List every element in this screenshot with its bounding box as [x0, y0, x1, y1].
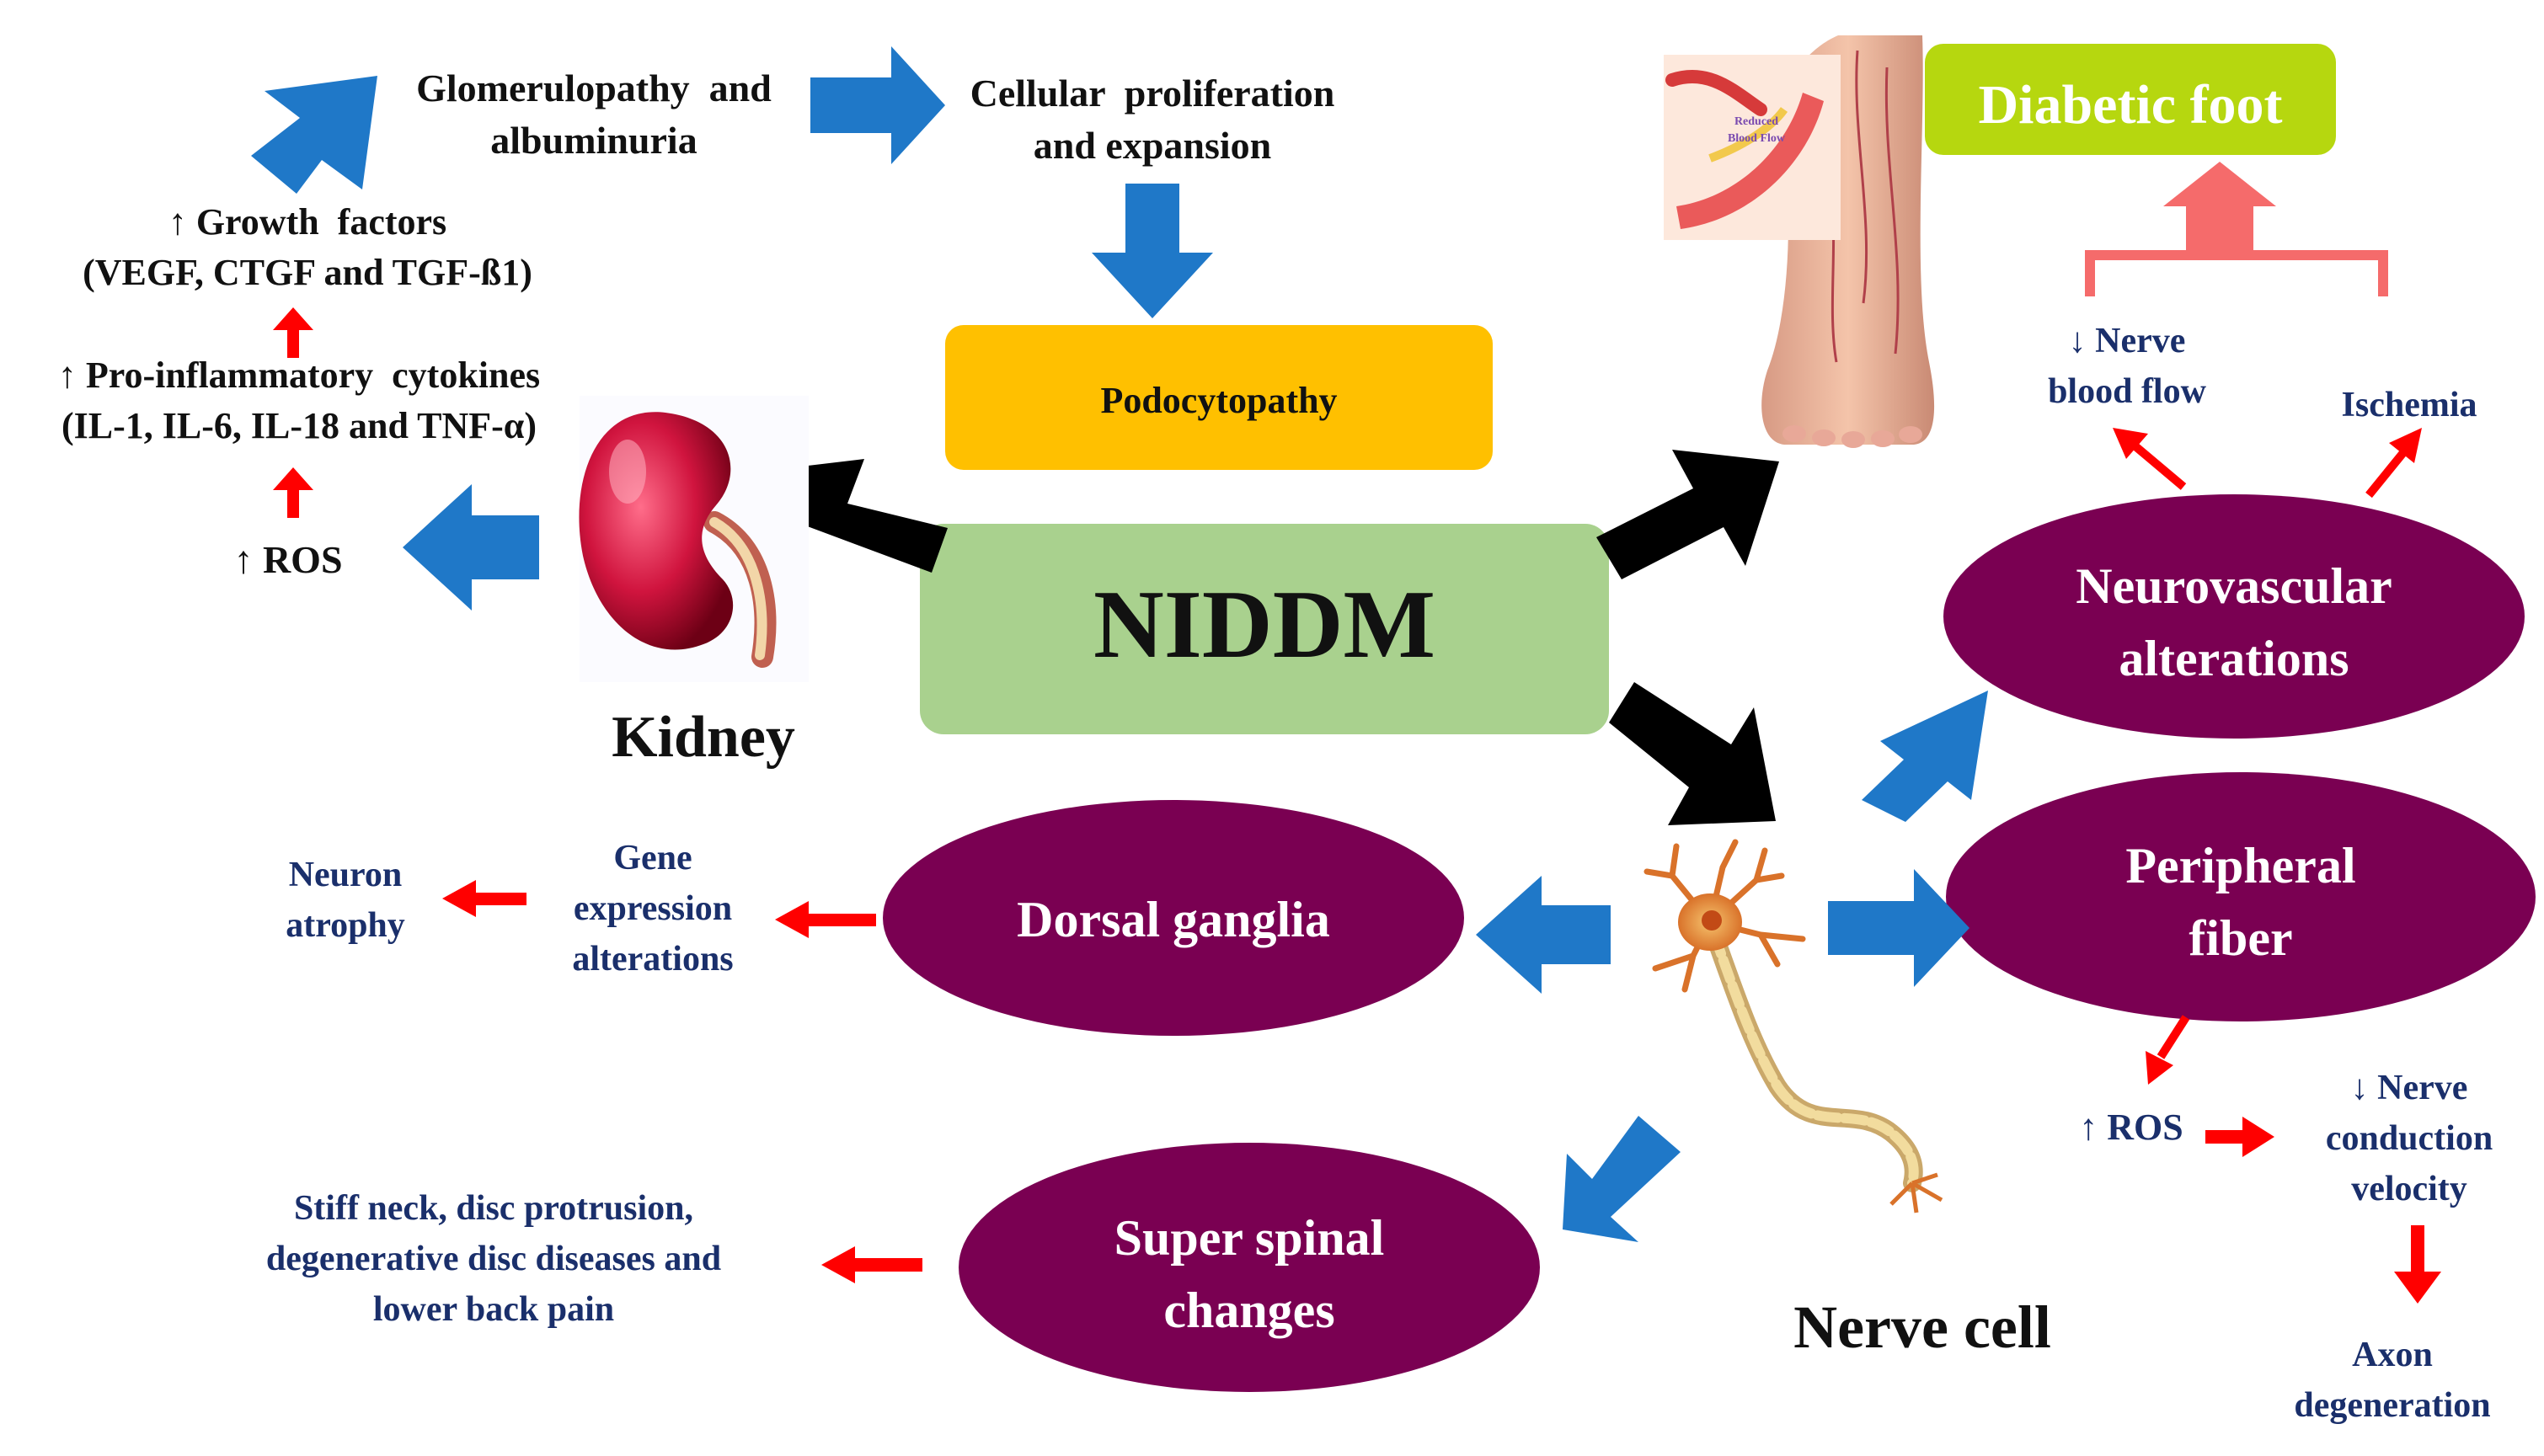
gene-line-3: alterations [572, 940, 733, 979]
gene-line-1: Gene [613, 839, 692, 877]
gene-line-2: expression [574, 889, 732, 928]
arrow-neurovascular-to-ischemia-head [2389, 428, 2422, 463]
arrow-neurovascular-to-flow-shaft [2132, 443, 2187, 490]
peripheral-line-1: Peripheral [2125, 838, 2355, 893]
conduction-line-2: conduction [2326, 1119, 2493, 1158]
arrow-ros-to-conduction [2205, 1117, 2274, 1157]
arrow-conduction-to-axon [2394, 1225, 2441, 1304]
reduced-flow-line-2: Blood Flow [1728, 132, 1786, 145]
arrow-neuron-to-dorsal [1476, 876, 1611, 994]
cellular-line-1: Cellular proliferation [970, 72, 1335, 115]
axon-line-1: Axon [2352, 1336, 2433, 1374]
nerve-ros-text: ↑ ROS [2079, 1107, 2183, 1148]
arrow-neuron-to-spinal [1563, 1116, 1681, 1242]
spinal-ellipse [959, 1143, 1540, 1392]
neuron-icon [1643, 839, 1943, 1213]
arrow-dorsal-to-gene [775, 901, 876, 938]
neurovascular-ellipse [1943, 494, 2525, 739]
arrow-peripheral-to-ros-shaft [2157, 1015, 2190, 1059]
ischemia-label: Ischemia [2342, 386, 2477, 424]
neurovascular-line-2: alterations [2119, 631, 2349, 686]
growth-line-1: ↑ Growth factors [168, 201, 446, 243]
arrow-ros-to-cytokines [273, 467, 313, 518]
arrow-kidney-to-ros [403, 484, 539, 611]
podocytopathy-label: Podocytopathy [1100, 380, 1337, 421]
arrow-growth-to-glomerulo [251, 76, 377, 194]
arrow-to-foot [1596, 450, 1779, 579]
atrophy-line-1: Neuron [289, 856, 403, 894]
diabetic-foot-label: Diabetic foot [1978, 74, 2282, 136]
kidney-icon [579, 396, 809, 682]
arrow-cytokines-to-growth [273, 307, 313, 358]
foot-illustration: Reduced Blood Flow [1664, 35, 1935, 448]
spinal-line-2: changes [1163, 1283, 1334, 1338]
axon-line-2: degeneration [2294, 1386, 2490, 1425]
arrow-spinal-to-effects [821, 1246, 922, 1283]
diabetic-foot-box [1925, 44, 2336, 155]
kidney-ros-text: ↑ ROS [233, 538, 342, 581]
growth-line-2: (VEGF, CTGF and TGF-ß1) [83, 252, 532, 293]
arrow-glomerulo-to-cellular [810, 46, 945, 164]
spinal-line-1: Super spinal [1114, 1210, 1385, 1266]
podocytopathy-box [945, 325, 1493, 470]
peripheral-ellipse [1946, 772, 2536, 1021]
conduction-line-1: ↓ Nerve [2351, 1069, 2468, 1107]
cytokines-line-1: ↑ Pro-inflammatory cytokines [58, 355, 540, 396]
arrow-neurovascular-to-ischemia-shaft [2365, 447, 2408, 499]
spinal-effects-line-3: lower back pain [373, 1290, 614, 1329]
niddm-box [920, 524, 1609, 734]
arrow-neuron-to-peripheral [1828, 869, 1969, 987]
reduced-flow-line-1: Reduced [1734, 115, 1778, 128]
arrow-neurovascular-to-flow-head [2113, 428, 2148, 459]
arrow-cellular-to-podocyto [1092, 184, 1213, 318]
kidney-label: Kidney [612, 705, 795, 770]
arrow-neuron-to-neurovascular [1862, 691, 1988, 822]
niddm-label: NIDDM [1093, 571, 1435, 679]
arrow-peripheral-to-ros-head [2146, 1051, 2173, 1085]
neurovascular-line-1: Neurovascular [2076, 558, 2392, 614]
nerve-flow-line-1: ↓ Nerve [2069, 322, 2186, 360]
peripheral-line-2: fiber [2189, 910, 2292, 966]
glomerulo-line-2: albuminuria [490, 119, 697, 162]
arrow-to-nerve [1609, 682, 1776, 825]
nerve-cell-label: Nerve cell [1793, 1293, 2051, 1361]
bracket-arrow-to-foot [2085, 162, 2388, 296]
cellular-line-2: and expansion [1034, 124, 1272, 167]
arrow-gene-to-atrophy [442, 880, 526, 917]
spinal-effects-line-1: Stiff neck, disc protrusion, [294, 1189, 693, 1228]
dorsal-label: Dorsal ganglia [1017, 892, 1330, 947]
glomerulo-line-1: Glomerulopathy and [416, 67, 772, 109]
spinal-effects-line-2: degenerative disc diseases and [266, 1240, 721, 1278]
dorsal-ellipse [883, 800, 1464, 1036]
conduction-line-3: velocity [2351, 1170, 2467, 1208]
cytokines-line-2: (IL-1, IL-6, IL-18 and TNF-α) [61, 405, 537, 446]
nerve-flow-line-2: blood flow [2048, 372, 2207, 411]
atrophy-line-2: atrophy [286, 906, 405, 945]
